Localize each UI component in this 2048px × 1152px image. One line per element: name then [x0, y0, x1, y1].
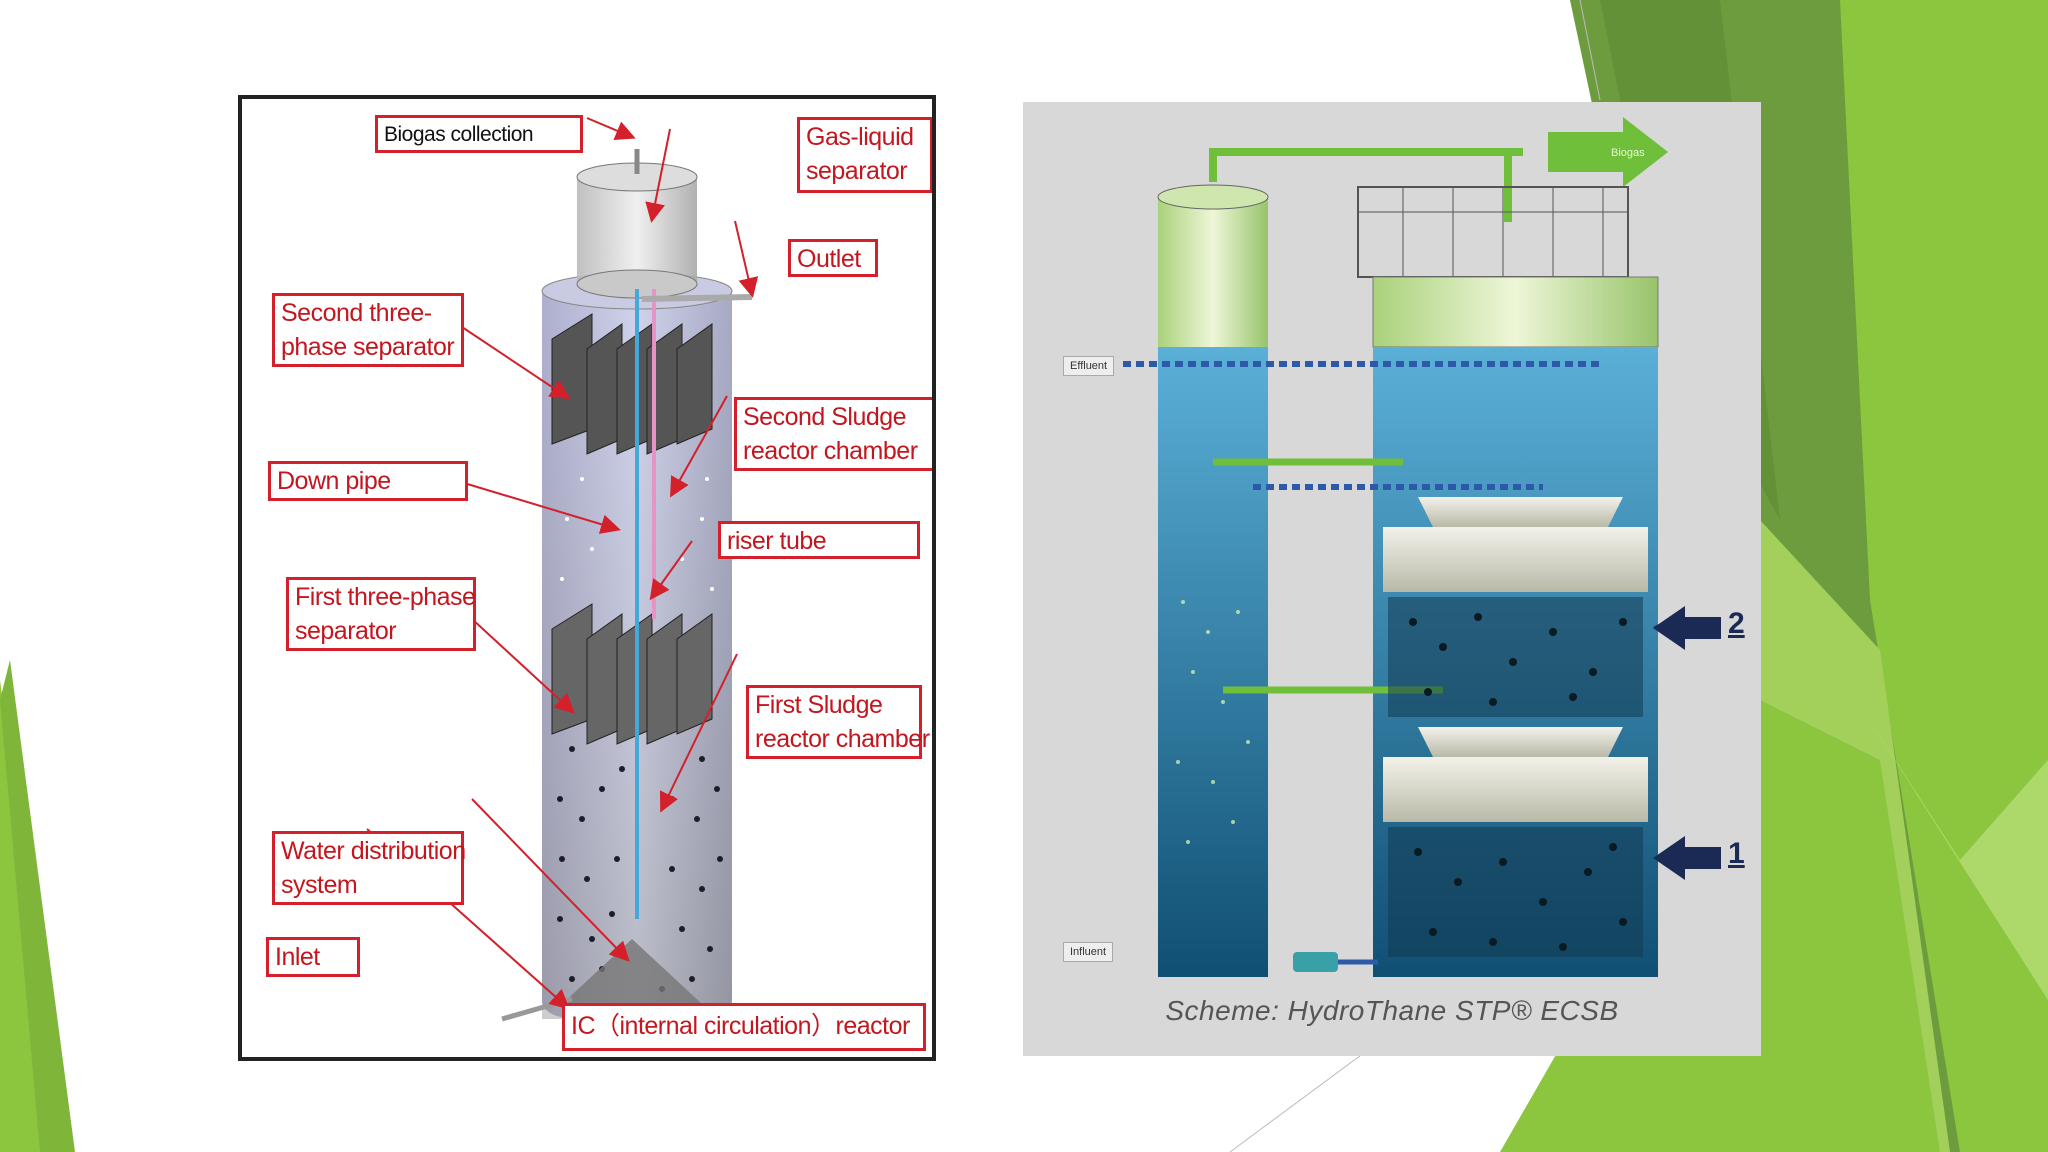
callout-riser-tube: riser tube — [718, 521, 920, 559]
callout-text-line: separator — [806, 157, 908, 185]
level-2-label: 2 — [1728, 607, 1745, 640]
callout-second-sludge-reactor-chamber: Second Sludge reactor chamber — [734, 397, 932, 471]
callout-text-line: reactor chamber — [755, 725, 930, 753]
callout-text-line: First Sludge — [755, 691, 883, 719]
effluent-label: Effluent — [1063, 356, 1115, 376]
biogas-label: Biogas — [1611, 147, 1645, 159]
callout-first-three-phase-separator: First three-phase separator — [286, 577, 476, 651]
callout-text: Inlet — [275, 943, 320, 971]
callout-text-line: separator — [295, 617, 397, 645]
callout-text-line: phase separator — [281, 333, 455, 361]
callout-text-line: First three-phase — [295, 583, 476, 611]
callout-biogas-collection: Biogas collection — [375, 115, 583, 153]
callout-text-line: Water distribution — [281, 837, 466, 865]
ecsb-drawing — [1123, 117, 1721, 977]
callout-second-three-phase-separator: Second three- phase separator — [272, 293, 464, 367]
scheme-caption: Scheme: HydroThane STP® ECSB — [1165, 995, 1619, 1026]
callout-text-line: system — [281, 871, 358, 899]
influent-label: Influent — [1063, 942, 1114, 962]
callout-text: Down pipe — [277, 467, 391, 495]
callout-first-sludge-reactor-chamber: First Sludge reactor chamber — [746, 685, 930, 759]
callout-text-line: Second three- — [281, 299, 432, 327]
callout-outlet: Outlet — [788, 239, 878, 277]
ic-reactor-drawing — [366, 117, 759, 1022]
ic-reactor-diagram: Biogas collection Gas-liquid separator O… — [238, 95, 936, 1061]
callout-text: Outlet — [797, 245, 861, 273]
callout-text-line: Second Sludge — [743, 403, 907, 431]
callout-water-distribution-system: Water distribution system — [272, 831, 466, 905]
level-1-label: 1 — [1728, 837, 1745, 870]
callout-ic-reactor: IC（internal circulation）reactor — [562, 1003, 926, 1051]
callout-inlet: Inlet — [266, 937, 360, 977]
callout-text: Biogas collection — [384, 123, 534, 146]
callout-text: riser tube — [727, 527, 827, 555]
callout-down-pipe: Down pipe — [268, 461, 468, 501]
callout-text-line: reactor chamber — [743, 437, 918, 465]
callout-text-line: Gas-liquid — [806, 123, 914, 151]
ecsb-scheme-diagram: Biogas Effluent Influent 2 1 Scheme: Hyd… — [1023, 102, 1761, 1056]
callout-gas-liquid-separator: Gas-liquid separator — [797, 117, 932, 193]
callout-text: IC（internal circulation）reactor — [571, 1012, 910, 1040]
